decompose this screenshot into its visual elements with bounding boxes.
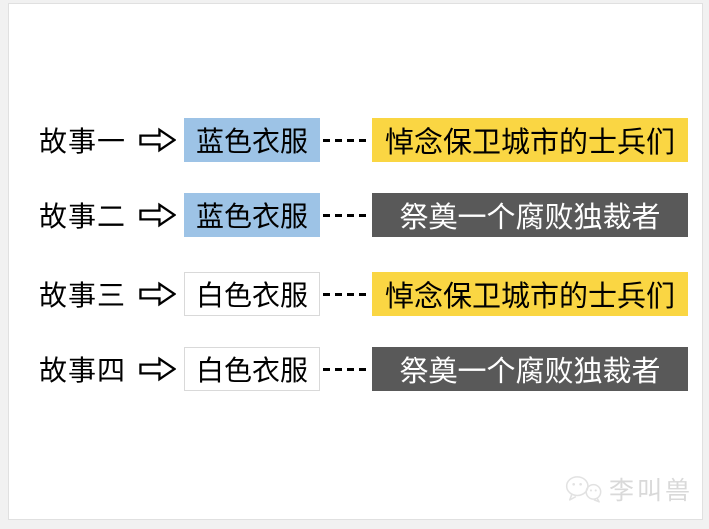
clothes-box: 白色衣服: [184, 347, 320, 391]
watermark-label: 李叫兽: [608, 477, 693, 505]
block-arrow-icon: [139, 281, 176, 307]
dashed-connector: [323, 367, 369, 371]
block-arrow-icon: [139, 356, 176, 382]
diagram-card: 故事一 蓝色衣服 悼念保卫城市的士兵们 故事二 蓝色衣服 祭奠一个腐败独裁者 故…: [8, 3, 703, 520]
block-arrow-icon: [139, 202, 176, 228]
story-row: 故事四 白色衣服 祭奠一个腐败独裁者: [39, 347, 688, 391]
clothes-box: 蓝色衣服: [184, 118, 320, 162]
story-label: 故事一: [39, 126, 127, 157]
block-arrow-icon: [139, 127, 176, 153]
meaning-box: 祭奠一个腐败独裁者: [372, 193, 688, 237]
story-label: 故事四: [39, 355, 127, 386]
dashed-connector: [323, 138, 369, 142]
meaning-box: 祭奠一个腐败独裁者: [372, 347, 688, 391]
dashed-connector: [323, 213, 369, 217]
story-row: 故事三 白色衣服 悼念保卫城市的士兵们: [39, 272, 688, 316]
story-row: 故事二 蓝色衣服 祭奠一个腐败独裁者: [39, 193, 688, 237]
meaning-box: 悼念保卫城市的士兵们: [372, 118, 688, 162]
wechat-icon: [565, 475, 602, 503]
clothes-box: 白色衣服: [184, 272, 320, 316]
clothes-box: 蓝色衣服: [184, 193, 320, 237]
dashed-connector: [323, 292, 369, 296]
meaning-box: 悼念保卫城市的士兵们: [372, 272, 688, 316]
story-row: 故事一 蓝色衣服 悼念保卫城市的士兵们: [39, 118, 688, 162]
story-label: 故事二: [39, 201, 127, 232]
story-label: 故事三: [39, 280, 127, 311]
watermark: 李叫兽: [564, 471, 693, 507]
